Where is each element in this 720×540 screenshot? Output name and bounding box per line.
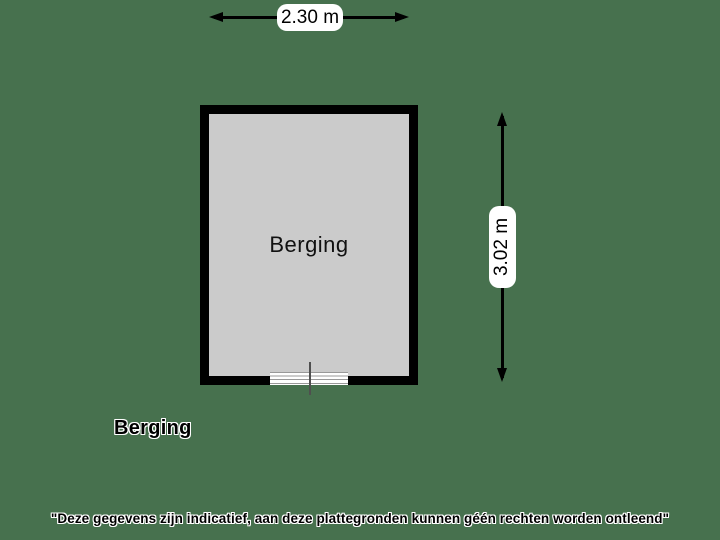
room-outline (200, 105, 418, 385)
arrow-up-icon (497, 112, 507, 126)
height-dimension-value: 3.02 m (491, 217, 513, 277)
arrow-right-icon (395, 12, 409, 22)
floor-caption: Berging (114, 417, 192, 439)
door-marker-line (309, 362, 311, 395)
disclaimer-text: "Deze gegevens zijn indicatief, aan deze… (50, 511, 670, 526)
room-label: Berging (269, 232, 349, 257)
arrow-left-icon (209, 12, 223, 22)
room-label-container: Berging (200, 105, 418, 385)
height-dimension-label: 3.02 m (489, 206, 516, 288)
width-dimension-value: 2.30 m (280, 6, 340, 28)
arrow-down-icon (497, 368, 507, 382)
width-dimension-label: 2.30 m (277, 4, 343, 31)
